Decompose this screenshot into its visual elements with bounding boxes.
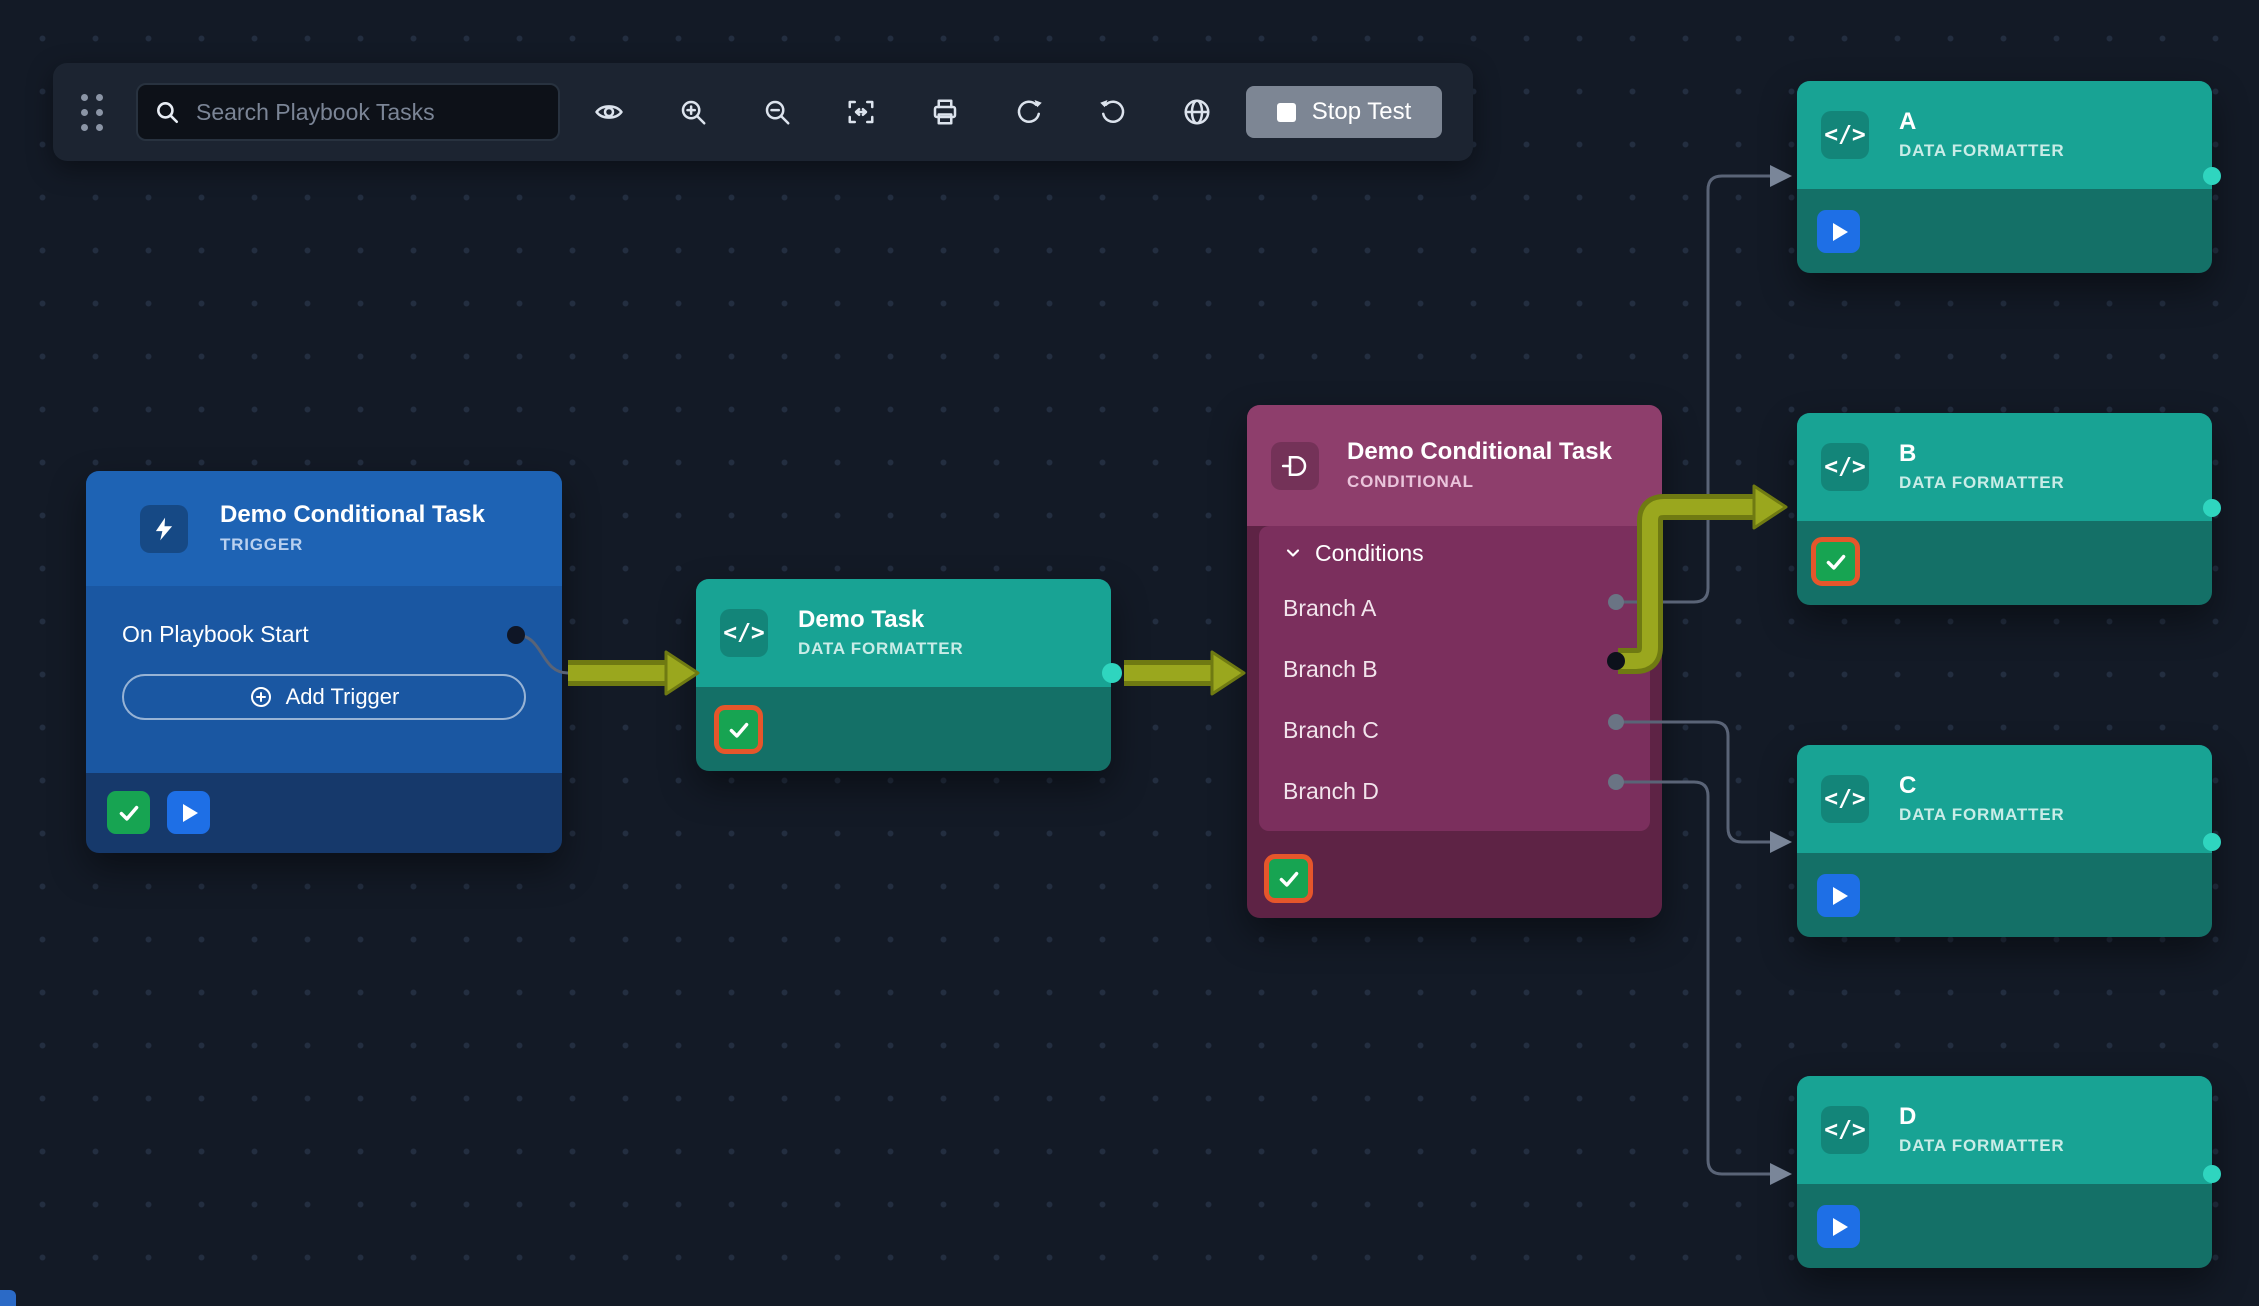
- task-c-header: </> C DATA FORMATTER: [1797, 745, 2212, 853]
- task-d-title: D: [1899, 1102, 1917, 1130]
- add-trigger-label: Add Trigger: [285, 684, 400, 709]
- demo-task-type: DATA FORMATTER: [798, 639, 964, 659]
- task-a-footer: [1797, 189, 2212, 273]
- task-node-b[interactable]: </> B DATA FORMATTER: [1797, 413, 2212, 605]
- conditional-node-header: Demo Conditional Task CONDITIONAL: [1247, 405, 1662, 526]
- trigger-item-label: On Playbook Start: [122, 621, 309, 647]
- trigger-success-badge[interactable]: [107, 791, 150, 834]
- conditional-node[interactable]: Demo Conditional Task CONDITIONAL Condit…: [1247, 405, 1662, 918]
- check-icon: [119, 805, 138, 821]
- branch-row-c: Branch C: [1259, 700, 1650, 761]
- branch-b-label: Branch B: [1283, 656, 1378, 682]
- conditional-node-title: Demo Conditional Task: [1347, 438, 1612, 466]
- search-box: [136, 83, 560, 141]
- task-a-title: A: [1899, 107, 1917, 135]
- conditions-panel: Conditions Branch A Branch B Branch C Br…: [1259, 526, 1650, 831]
- play-icon: [1833, 886, 1848, 905]
- branch-c-label: Branch C: [1283, 717, 1379, 743]
- conditions-toggle[interactable]: Conditions: [1259, 528, 1650, 578]
- play-icon: [1833, 222, 1848, 241]
- conditional-gate-icon: [1271, 441, 1319, 490]
- task-d-run-button[interactable]: [1817, 1205, 1860, 1248]
- trigger-run-button[interactable]: [167, 791, 210, 834]
- arrow-into-a: [1770, 165, 1792, 187]
- check-icon: [1279, 871, 1298, 887]
- play-icon: [1833, 1217, 1848, 1236]
- branch-row-a: Branch A: [1259, 578, 1650, 639]
- stop-test-label: Stop Test: [1311, 98, 1412, 125]
- task-node-c[interactable]: </> C DATA FORMATTER: [1797, 745, 2212, 937]
- task-d-footer: [1797, 1184, 2212, 1268]
- task-b-type: DATA FORMATTER: [1899, 473, 2065, 493]
- task-a-header: </> A DATA FORMATTER: [1797, 81, 2212, 189]
- arrow-into-c: [1770, 831, 1792, 853]
- demo-task-node[interactable]: </> Demo Task DATA FORMATTER: [696, 579, 1111, 771]
- stop-test-button[interactable]: Stop Test: [1246, 86, 1442, 138]
- redo-icon[interactable]: [1006, 89, 1052, 135]
- eye-icon[interactable]: [586, 89, 632, 135]
- add-trigger-button[interactable]: Add Trigger: [122, 674, 526, 720]
- code-icon: </>: [1821, 775, 1869, 823]
- stop-icon: [1276, 102, 1296, 122]
- task-a-type: DATA FORMATTER: [1899, 141, 2065, 161]
- demo-task-header: </> Demo Task DATA FORMATTER: [696, 579, 1111, 687]
- task-d-type: DATA FORMATTER: [1899, 1136, 2065, 1156]
- fit-to-screen-icon[interactable]: [838, 89, 884, 135]
- zoom-out-icon[interactable]: [754, 89, 800, 135]
- lightning-icon: [140, 504, 188, 553]
- drag-handle-icon[interactable]: [81, 93, 103, 131]
- offscreen-node-fragment: [0, 1290, 16, 1306]
- branch-d-label: Branch D: [1283, 778, 1379, 804]
- trigger-node-type: TRIGGER: [220, 534, 304, 554]
- plus-circle-icon: [250, 687, 271, 707]
- conditional-success-badge[interactable]: [1264, 854, 1313, 903]
- trigger-node-header: Demo Conditional Task TRIGGER: [86, 471, 562, 586]
- demo-task-title: Demo Task: [798, 605, 925, 633]
- demo-task-success-badge[interactable]: [714, 705, 763, 754]
- task-a-run-button[interactable]: [1817, 210, 1860, 253]
- search-icon: [157, 102, 179, 124]
- task-b-title: B: [1899, 439, 1917, 467]
- code-icon: </>: [1821, 111, 1869, 159]
- task-c-title: C: [1899, 771, 1917, 799]
- trigger-node[interactable]: Demo Conditional Task TRIGGER On Playboo…: [86, 471, 562, 853]
- check-icon: [729, 722, 748, 738]
- branch-row-d: Branch D: [1259, 761, 1650, 822]
- arrow-into-demo-task: [664, 650, 700, 696]
- demo-task-footer: [696, 687, 1111, 771]
- conditional-node-type: CONDITIONAL: [1347, 471, 1474, 491]
- arrow-into-conditional: [1210, 650, 1246, 696]
- code-icon: </>: [1821, 443, 1869, 491]
- task-b-footer: [1797, 521, 2212, 605]
- arrow-into-b: [1752, 484, 1788, 530]
- trigger-node-title: Demo Conditional Task: [220, 501, 485, 529]
- task-c-type: DATA FORMATTER: [1899, 805, 2065, 825]
- check-icon: [1826, 554, 1845, 570]
- trigger-node-footer: [86, 773, 562, 853]
- zoom-in-icon[interactable]: [670, 89, 716, 135]
- task-b-header: </> B DATA FORMATTER: [1797, 413, 2212, 521]
- chevron-down-icon: [1286, 549, 1300, 557]
- canvas-toolbar: Stop Test: [53, 63, 1473, 161]
- task-d-header: </> D DATA FORMATTER: [1797, 1076, 2212, 1184]
- code-icon: </>: [720, 609, 768, 657]
- play-icon: [183, 803, 198, 822]
- task-node-a[interactable]: </> A DATA FORMATTER: [1797, 81, 2212, 273]
- task-c-footer: [1797, 853, 2212, 937]
- globe-icon[interactable]: [1174, 89, 1220, 135]
- print-icon[interactable]: [922, 89, 968, 135]
- conditions-label: Conditions: [1315, 539, 1424, 566]
- branch-row-b: Branch B: [1259, 639, 1650, 700]
- code-icon: </>: [1821, 1106, 1869, 1154]
- undo-icon[interactable]: [1090, 89, 1136, 135]
- arrow-into-d: [1770, 1163, 1792, 1185]
- trigger-node-body: On Playbook Start Add Trigger: [86, 586, 562, 773]
- task-c-run-button[interactable]: [1817, 874, 1860, 917]
- branch-a-label: Branch A: [1283, 595, 1377, 621]
- task-node-d[interactable]: </> D DATA FORMATTER: [1797, 1076, 2212, 1268]
- search-input[interactable]: [194, 97, 542, 127]
- task-b-success-badge[interactable]: [1811, 537, 1860, 586]
